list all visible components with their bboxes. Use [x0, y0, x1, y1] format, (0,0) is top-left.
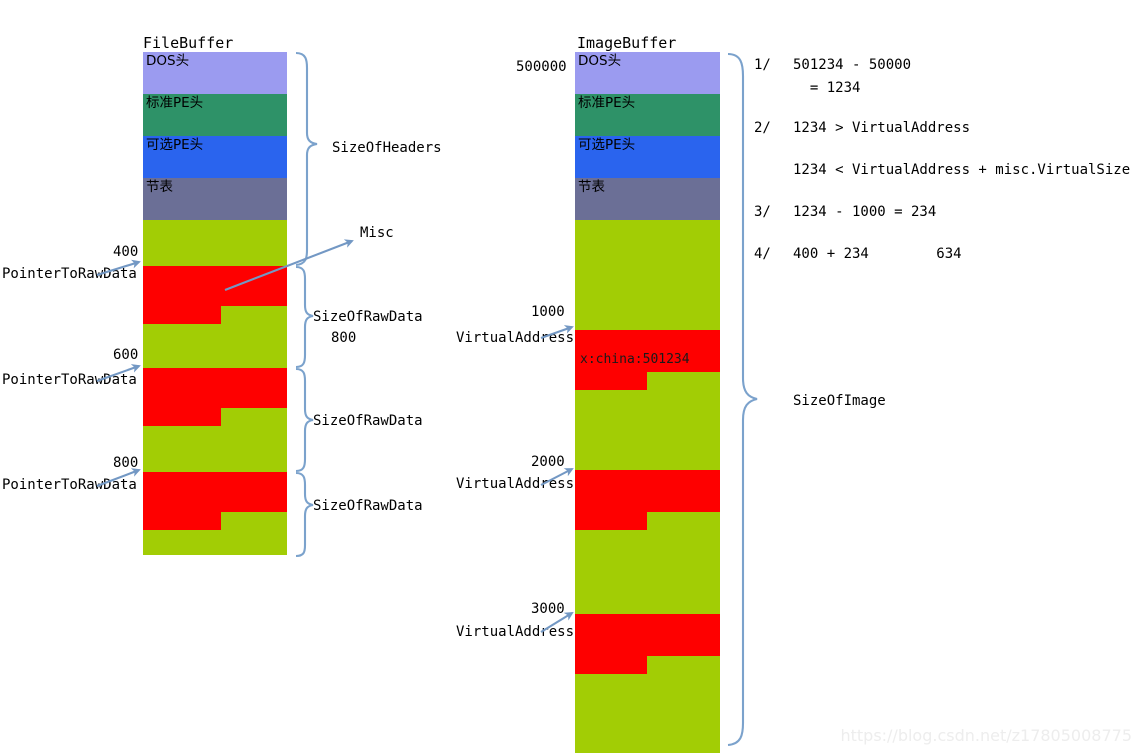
- brace-size-of-raw-data-1: [295, 265, 314, 369]
- calc-4-line-1: 400 + 234 634: [793, 246, 962, 262]
- calc-2-number: 2/: [754, 120, 771, 136]
- image-buffer-band-dos: DOS头: [575, 52, 720, 94]
- calc-1-line-1: 501234 - 50000: [793, 57, 912, 73]
- file-buffer-column: DOS头 标准PE头 可选PE头 节表: [143, 52, 287, 555]
- image-buffer-section-3-data: [575, 614, 720, 674]
- file-buffer-section-1-data: [143, 266, 287, 324]
- calc-1-number: 1/: [754, 57, 771, 73]
- brace-size-of-raw-data-2: [295, 367, 314, 473]
- file-buffer-band-dos-label: DOS头: [146, 53, 190, 69]
- image-buffer-band-standard-pe-label: 标准PE头: [578, 95, 636, 111]
- image-buffer-address-2000: 2000: [531, 454, 565, 470]
- file-buffer-address-800: 800: [113, 455, 139, 471]
- image-buffer-band-section-table-label: 节表: [578, 179, 605, 195]
- file-buffer-band-dos: DOS头: [143, 52, 287, 94]
- image-buffer-band-optional-pe-label: 可选PE头: [578, 137, 636, 153]
- file-buffer-title: FileBuffer: [143, 34, 234, 52]
- file-buffer-address-400: 400: [113, 244, 139, 260]
- image-buffer-band-standard-pe: 标准PE头: [575, 94, 720, 136]
- calc-3-line-1: 1234 - 1000 = 234: [793, 204, 937, 220]
- file-buffer-address-600: 600: [113, 347, 139, 363]
- watermark: https://blog.csdn.net/z17805008775: [840, 726, 1132, 745]
- image-buffer-address-1000: 1000: [531, 304, 565, 320]
- image-buffer-va-label-2: VirtualAddress: [456, 476, 575, 492]
- calc-1-line-2: = 1234: [793, 80, 861, 96]
- image-buffer-section-2-data: [575, 470, 720, 530]
- image-buffer-address-3000: 3000: [531, 601, 565, 617]
- image-buffer-band-optional-pe: 可选PE头: [575, 136, 720, 178]
- image-buffer-section-1-content: x:china:501234: [580, 352, 690, 367]
- brace-label-size-of-raw-data-1-value: 800: [331, 330, 357, 346]
- file-buffer-band-standard-pe-label: 标准PE头: [146, 95, 204, 111]
- image-buffer-band-section-table: 节表: [575, 178, 720, 220]
- image-buffer-column: DOS头 标准PE头 可选PE头 节表: [575, 52, 720, 753]
- file-buffer-band-optional-pe: 可选PE头: [143, 136, 287, 178]
- file-buffer-band-section-table: 节表: [143, 178, 287, 220]
- image-buffer-title: ImageBuffer: [577, 34, 677, 52]
- calc-2-line-1: 1234 > VirtualAddress: [793, 120, 971, 136]
- brace-label-size-of-image: SizeOfImage: [793, 393, 886, 409]
- file-buffer-band-optional-pe-label: 可选PE头: [146, 137, 204, 153]
- misc-label: Misc: [360, 225, 394, 241]
- brace-size-of-image: [727, 52, 758, 747]
- file-buffer-pointer-label-1: PointerToRawData: [2, 266, 137, 282]
- file-buffer-band-standard-pe: 标准PE头: [143, 94, 287, 136]
- brace-label-size-of-raw-data-2: SizeOfRawData: [313, 413, 423, 429]
- image-buffer-section-1-data: [575, 330, 720, 390]
- file-buffer-section-3-data: [143, 472, 287, 530]
- calc-4-number: 4/: [754, 246, 771, 262]
- image-buffer-va-label-3: VirtualAddress: [456, 624, 575, 640]
- file-buffer-pointer-label-3: PointerToRawData: [2, 477, 137, 493]
- brace-label-size-of-headers: SizeOfHeaders: [332, 140, 442, 156]
- brace-size-of-raw-data-3: [295, 471, 314, 558]
- brace-size-of-headers: [295, 51, 318, 267]
- file-buffer-section-2-data: [143, 368, 287, 426]
- calc-2-line-2: 1234 < VirtualAddress + misc.VirtualSize: [793, 162, 1131, 178]
- brace-label-size-of-raw-data-1: SizeOfRawData: [313, 309, 423, 325]
- image-buffer-base-address: 500000: [516, 59, 567, 75]
- file-buffer-pointer-label-2: PointerToRawData: [2, 372, 137, 388]
- calc-3-number: 3/: [754, 204, 771, 220]
- image-buffer-va-label-1: VirtualAddress: [456, 330, 575, 346]
- image-buffer-band-dos-label: DOS头: [578, 53, 622, 69]
- file-buffer-band-section-table-label: 节表: [146, 179, 173, 195]
- brace-label-size-of-raw-data-3: SizeOfRawData: [313, 498, 423, 514]
